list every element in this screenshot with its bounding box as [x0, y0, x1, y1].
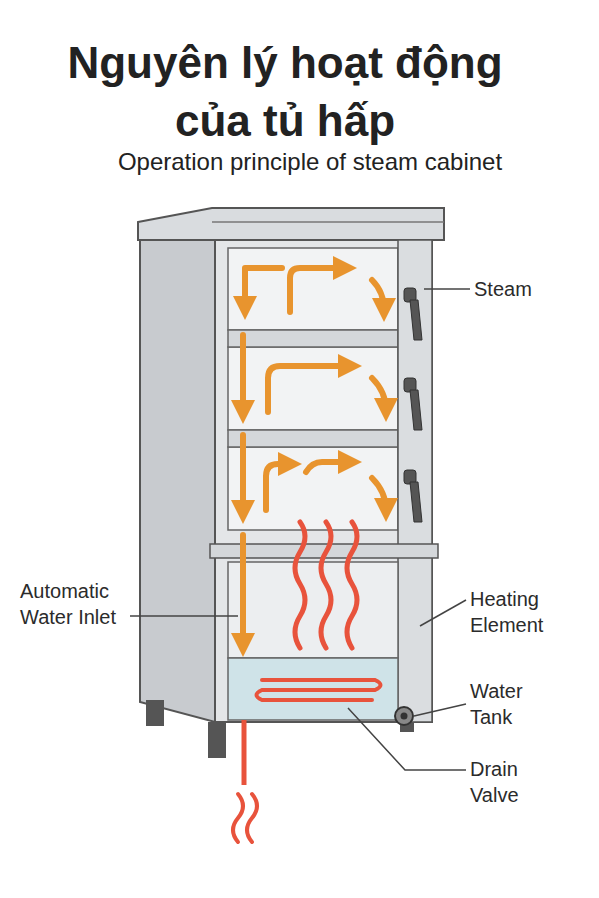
- flow-arrow: [268, 366, 350, 412]
- shelf: [228, 330, 398, 347]
- part-label: Automatic Water Inlet: [20, 578, 140, 630]
- compartment: [228, 248, 398, 330]
- part-label: Heating Element: [470, 586, 580, 638]
- heating-coil: [257, 680, 381, 700]
- part-label: Drain Valve: [470, 756, 560, 808]
- flow-arrow: [372, 478, 386, 510]
- part-label: Steam: [474, 276, 584, 302]
- compartment: [228, 347, 398, 430]
- front-frame: [215, 240, 432, 722]
- door-pillar: [398, 240, 432, 722]
- leader-line: [420, 600, 466, 626]
- drain-valve: [395, 707, 413, 725]
- steam-waves: [295, 522, 357, 648]
- steam-wave: [347, 522, 357, 648]
- steam-wave: [295, 522, 305, 648]
- leader-line: [130, 615, 238, 617]
- shelf: [228, 430, 398, 447]
- compartment: [228, 447, 398, 530]
- flow-arrow: [306, 462, 350, 472]
- subtitle: Operation principle of steam cabinet: [40, 147, 580, 177]
- cabinet-lid: [138, 208, 444, 240]
- diagram-title: Nguyên lý hoạt động của tủ hấp: [45, 34, 525, 150]
- leader-line: [414, 704, 466, 716]
- flow-arrow: [372, 280, 384, 310]
- flow-arrow: [372, 378, 386, 410]
- leg: [146, 700, 164, 726]
- flow-arrow: [240, 535, 246, 645]
- drain-wave: [233, 794, 243, 842]
- leader-line: [424, 288, 470, 290]
- drain-wave: [247, 794, 257, 842]
- handle: [410, 300, 422, 340]
- drain-valve-knob: [401, 713, 408, 720]
- side-panel: [140, 240, 215, 722]
- water-tank: [228, 658, 398, 720]
- leg: [208, 722, 226, 758]
- handle: [410, 390, 422, 430]
- flow-arrow: [240, 335, 246, 412]
- part-label: Water Tank: [470, 678, 560, 730]
- leader-line: [348, 708, 466, 770]
- handle: [410, 482, 422, 522]
- handles: [404, 288, 422, 522]
- steam-arrows: [243, 268, 386, 645]
- flow-arrow: [266, 464, 290, 510]
- leader-lines: [130, 289, 470, 770]
- flow-arrow: [290, 268, 345, 312]
- drain-pipe: [242, 720, 247, 785]
- steam-wave: [321, 522, 331, 648]
- lid-edge: [212, 221, 444, 223]
- lower-chamber: [228, 562, 398, 658]
- flow-arrow: [240, 435, 246, 512]
- flow-arrow: [245, 268, 282, 308]
